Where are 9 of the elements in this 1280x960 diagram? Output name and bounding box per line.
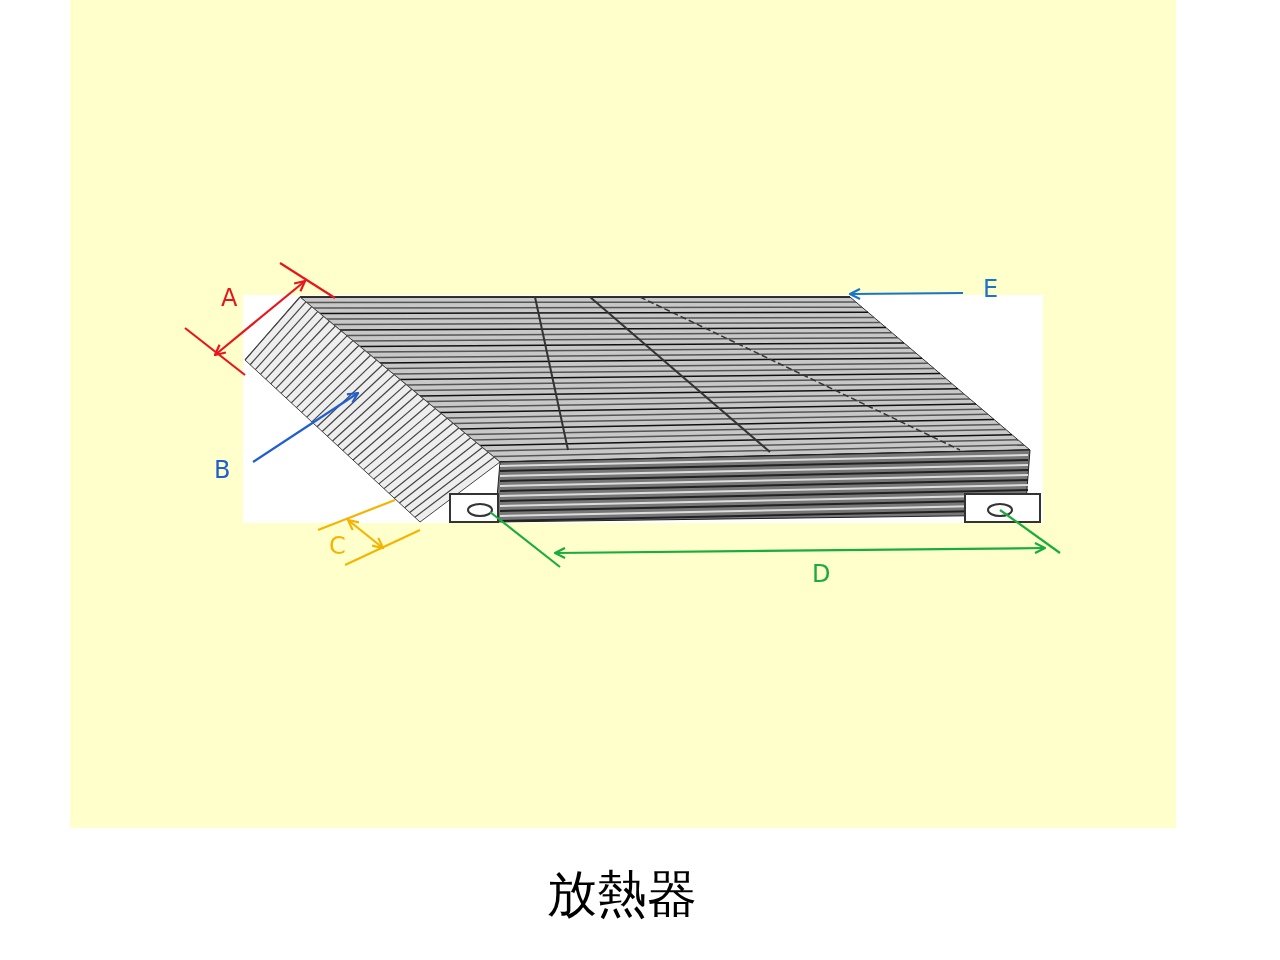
part-label: E <box>983 275 999 303</box>
leader-arrow <box>252 391 360 463</box>
radiator-drawing <box>244 296 1041 523</box>
dimension-label: A <box>221 284 238 312</box>
leader-arrow <box>848 287 963 300</box>
dimension-label: D <box>812 560 831 588</box>
dimension-label: C <box>329 532 346 560</box>
caption: 放熱器 <box>546 864 698 925</box>
part-label: B <box>214 456 231 484</box>
